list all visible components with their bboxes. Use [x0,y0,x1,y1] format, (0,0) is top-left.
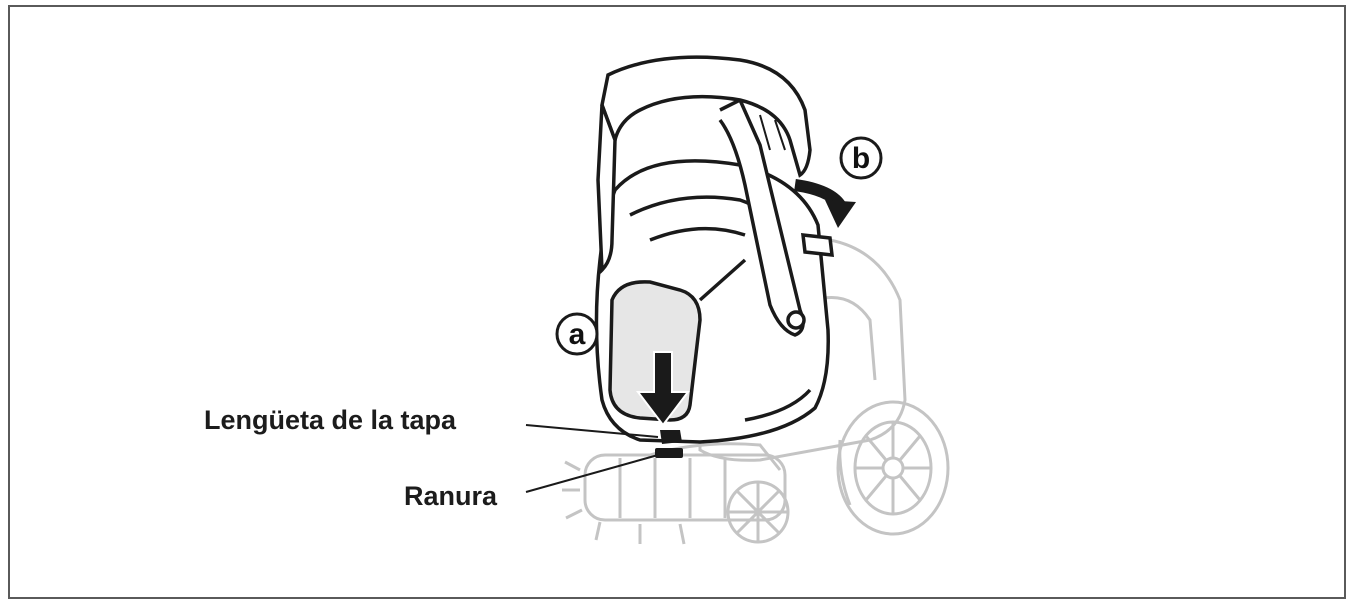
slot [655,448,683,458]
callout-a-label: a [569,318,586,351]
leader-line-tab [525,424,659,438]
arrow-down-icon [635,351,691,427]
lid-tab [660,430,682,444]
label-lid-tab: Lengüeta de la tapa [204,405,457,435]
callout-a: a [555,312,599,356]
callout-b-label: b [852,142,870,175]
handle [596,55,834,337]
callout-b: b [839,136,883,180]
brush-roller [562,453,790,545]
label-slot: Ranura [404,481,498,511]
arrow-curve-icon [794,179,856,228]
wheel [836,400,950,536]
leader-line-slot [525,454,659,493]
